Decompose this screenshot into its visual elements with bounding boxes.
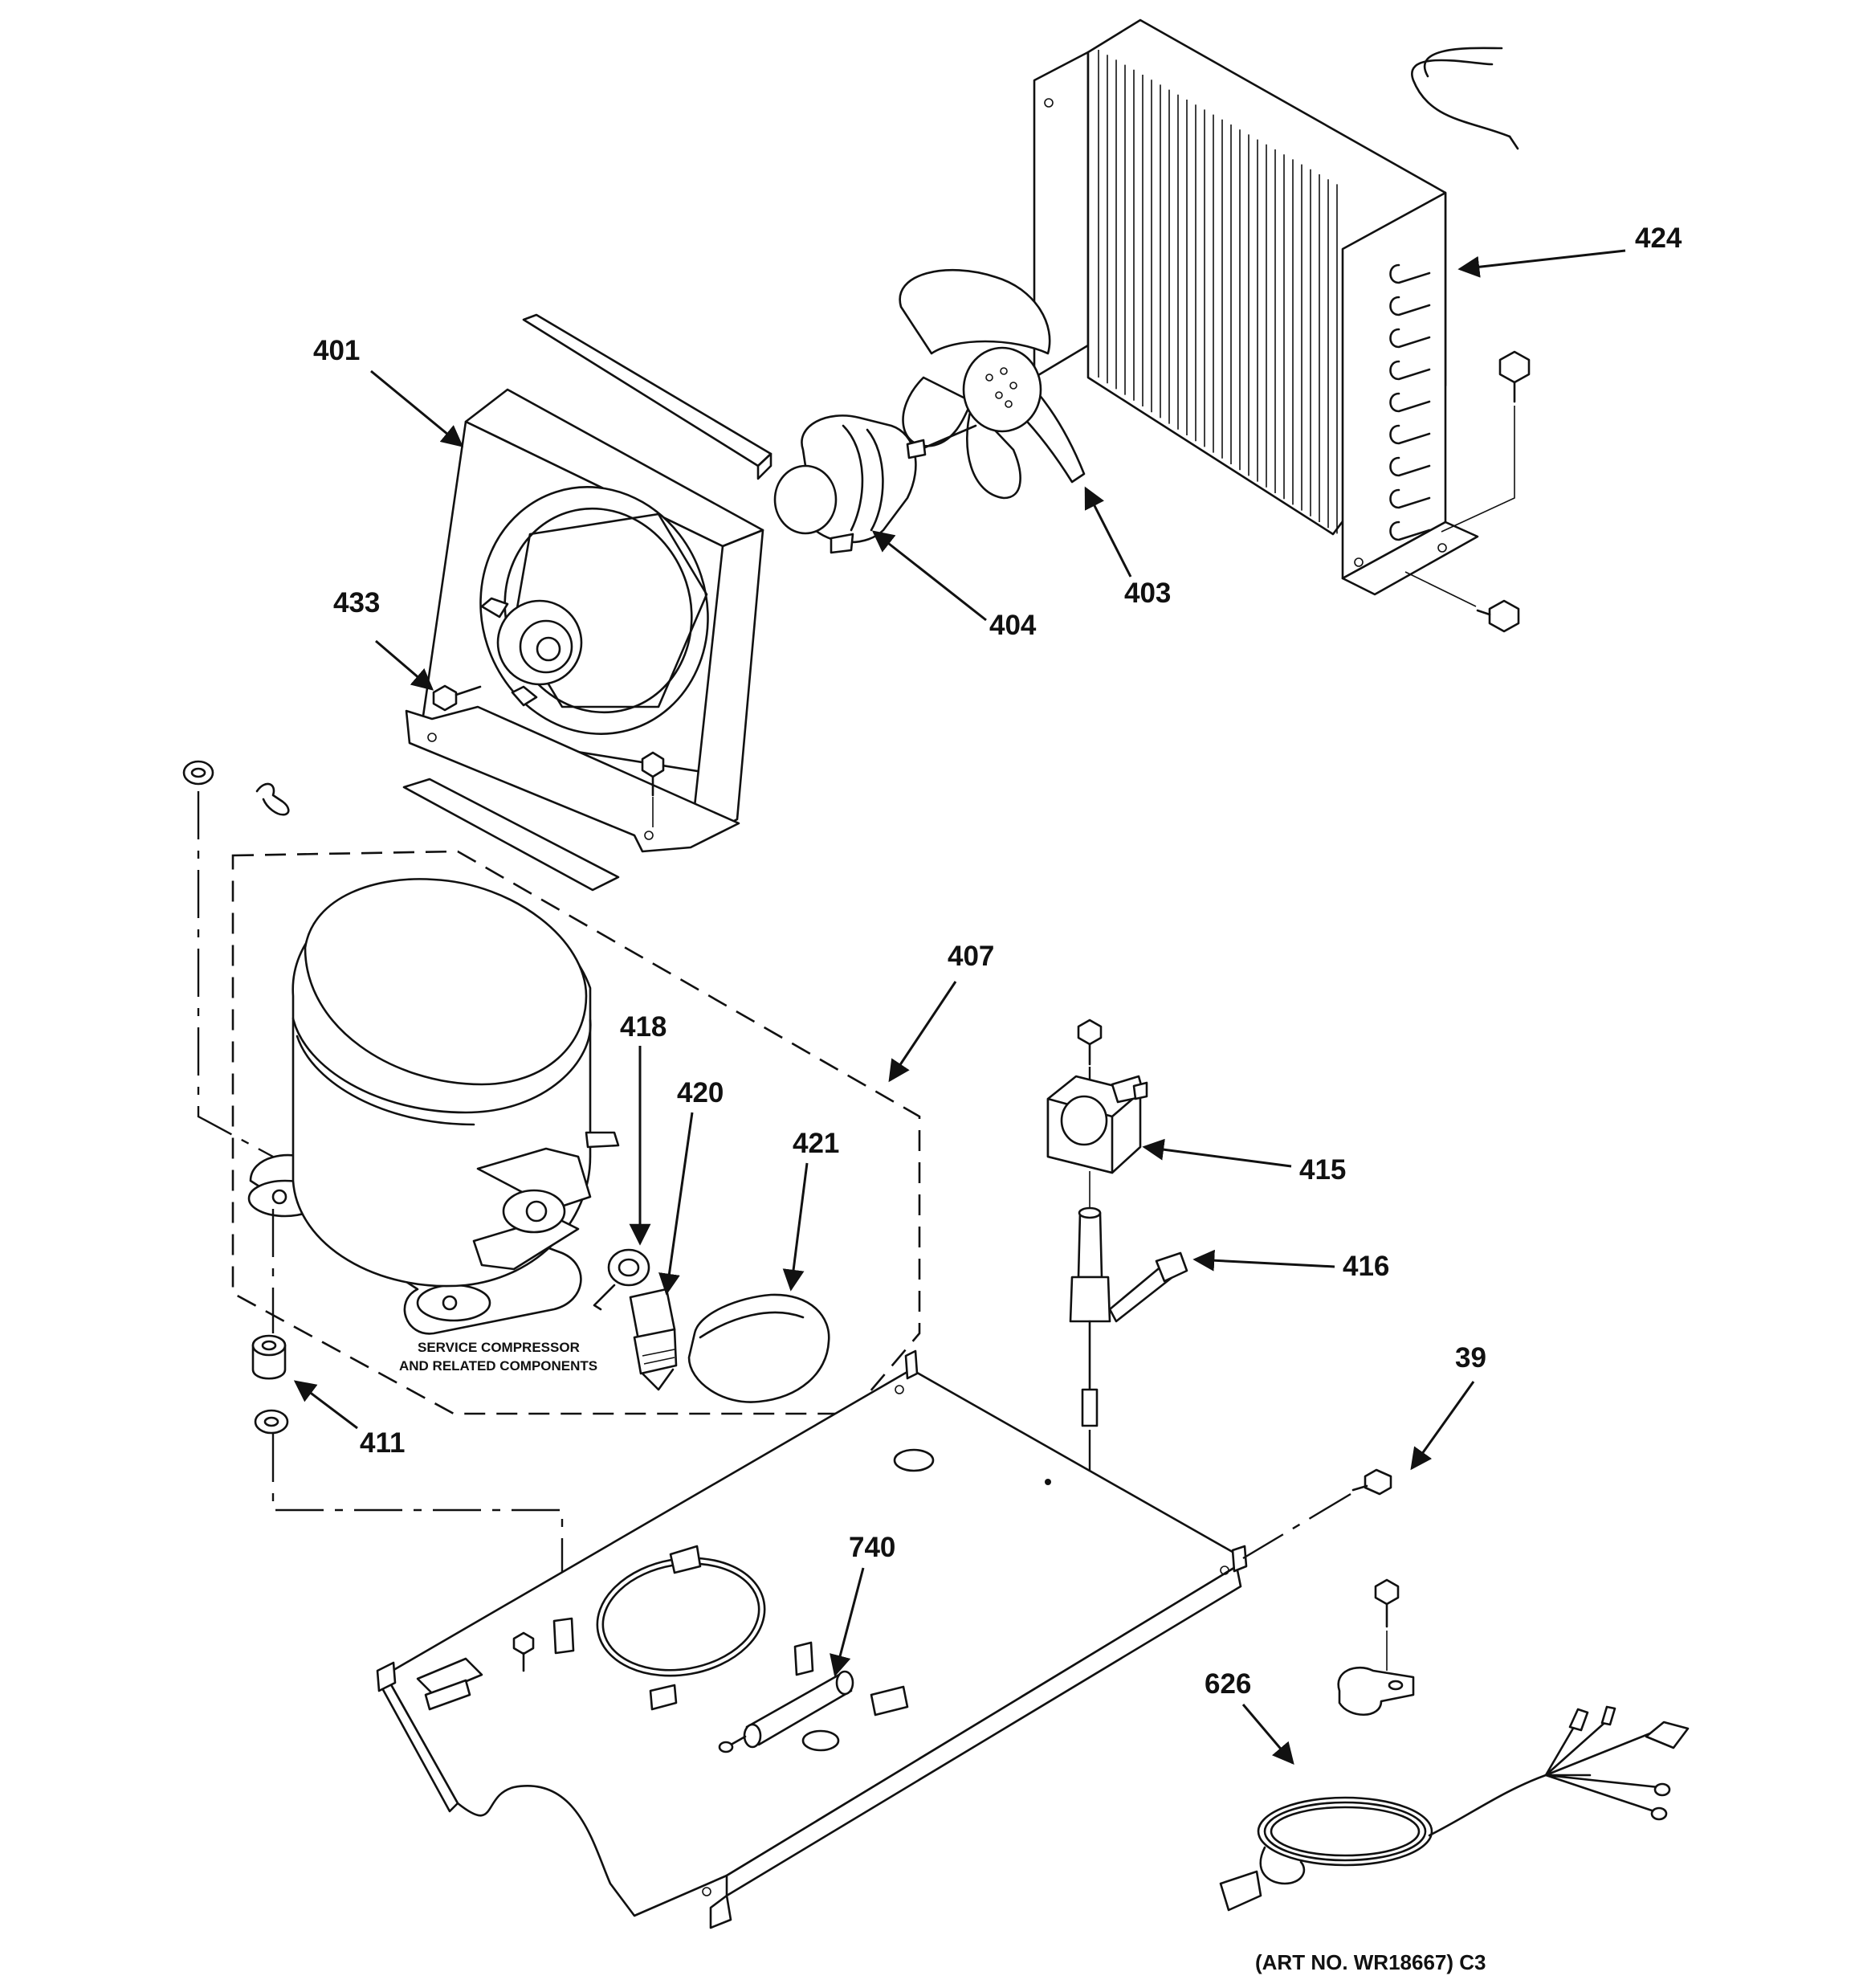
screw-icon bbox=[1498, 350, 1531, 403]
mounting-line bbox=[1242, 1492, 1351, 1560]
clip-icon bbox=[255, 782, 290, 816]
terminal-cover bbox=[687, 1293, 830, 1403]
start-relay bbox=[629, 1288, 678, 1391]
filter-drier bbox=[718, 1670, 854, 1753]
screw-icon bbox=[432, 684, 482, 712]
grommet-icon bbox=[182, 760, 214, 786]
service-note-line1: SERVICE COMPRESSOR bbox=[418, 1340, 580, 1355]
screw-icon bbox=[1374, 1578, 1400, 1628]
solenoid-valve bbox=[1046, 1075, 1148, 1174]
part-label-411: 411 bbox=[360, 1427, 405, 1459]
overload-protector bbox=[593, 1248, 650, 1311]
screw-icon bbox=[1077, 1018, 1103, 1066]
part-label-740: 740 bbox=[849, 1532, 895, 1563]
service-note-line2: AND RELATED COMPONENTS bbox=[399, 1358, 597, 1374]
part-label-407: 407 bbox=[948, 941, 994, 972]
part-label-415: 415 bbox=[1299, 1154, 1346, 1186]
part-label-626: 626 bbox=[1205, 1668, 1251, 1700]
fan-shroud bbox=[402, 313, 773, 892]
screw-icon bbox=[641, 751, 665, 827]
sensor-probe bbox=[1108, 1251, 1188, 1323]
part-label-401: 401 bbox=[313, 335, 360, 366]
part-label-416: 416 bbox=[1343, 1251, 1389, 1282]
washer-icon bbox=[254, 1409, 289, 1435]
cord-clamp bbox=[1337, 1666, 1415, 1717]
part-label-420: 420 bbox=[677, 1077, 724, 1108]
screw-icon bbox=[1351, 1468, 1392, 1496]
screw-icon bbox=[1476, 599, 1520, 633]
art-number: (ART NO. WR18667) C3 bbox=[1255, 1950, 1486, 1974]
part-label-39: 39 bbox=[1455, 1342, 1486, 1374]
mounting-line bbox=[197, 791, 274, 1158]
service-group-outline bbox=[231, 850, 921, 1415]
part-label-424: 424 bbox=[1635, 222, 1682, 254]
valve-tube bbox=[1069, 1206, 1111, 1427]
part-label-418: 418 bbox=[620, 1011, 667, 1043]
condenser-coil bbox=[1033, 18, 1531, 633]
base-pan bbox=[376, 1349, 1248, 1929]
mounting-line bbox=[271, 1434, 564, 1623]
grommet-icon bbox=[251, 1334, 287, 1380]
fan-motor bbox=[773, 414, 977, 554]
part-label-421: 421 bbox=[793, 1128, 839, 1159]
part-label-433: 433 bbox=[333, 587, 380, 618]
compressor bbox=[247, 878, 620, 1335]
part-label-403: 403 bbox=[1124, 578, 1171, 609]
part-label-404: 404 bbox=[989, 610, 1037, 641]
power-cord bbox=[1219, 1705, 1690, 1912]
